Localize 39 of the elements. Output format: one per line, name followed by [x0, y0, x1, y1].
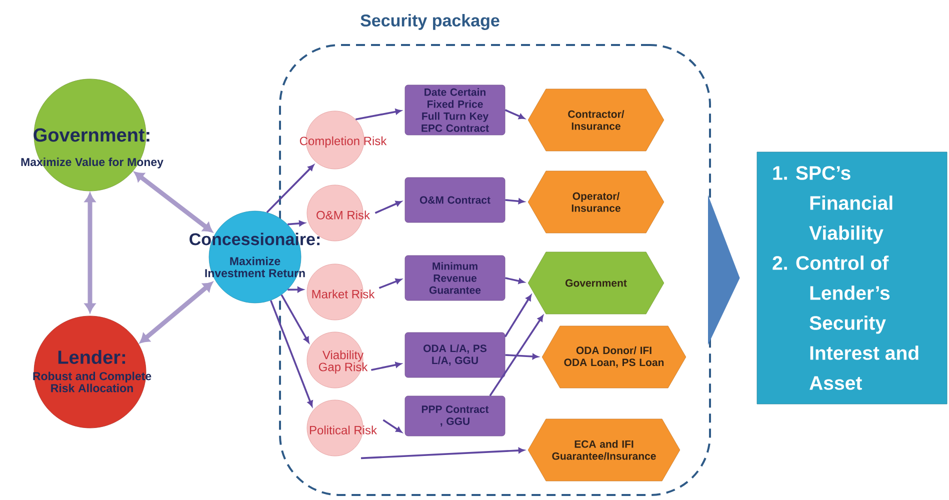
arrow	[504, 294, 532, 338]
contract-box: Minimum Revenue Guarantee	[404, 255, 506, 301]
contract-box: ODA L/A, PS L/A, GGU	[404, 332, 506, 378]
arrow	[371, 362, 402, 371]
contract-box: Date Certain Fixed Price Full Turn Key EPC Contract	[404, 84, 506, 136]
arrow	[505, 354, 538, 360]
chevron-arrow	[708, 195, 740, 345]
arrow	[288, 286, 304, 292]
arrow	[134, 172, 213, 232]
hexagon: Contractor/ Insurance	[528, 88, 664, 152]
arrow	[84, 193, 96, 312]
arrow	[489, 315, 544, 396]
arrow	[288, 220, 305, 226]
arrow	[505, 277, 524, 284]
result-box: 1. SPC’s Financial Viability 2. Control of Lender’s Security Interest and Asset	[756, 152, 948, 404]
arrow	[266, 164, 314, 213]
risk-label: Viability Gap Risk	[318, 350, 368, 374]
arrow	[140, 282, 213, 344]
heading: Lender:	[58, 350, 126, 364]
contract-box: PPP Contract , GGU	[404, 396, 506, 436]
arrow	[270, 300, 313, 407]
risk-label: Completion Risk	[300, 136, 387, 148]
risk-label: Market Risk	[312, 290, 375, 298]
heading: Security package	[360, 14, 500, 30]
arrow	[378, 278, 402, 289]
arrow	[355, 108, 402, 120]
risk-label: O&M Risk	[316, 210, 370, 220]
risk-label: Political Risk	[310, 426, 378, 434]
arrow	[505, 198, 524, 204]
hexagon: Operator/ Insurance	[528, 170, 664, 234]
hexagon: ECA and IFI Guarantee/Insurance	[528, 418, 680, 482]
hexagon: Government	[528, 252, 664, 314]
arrow	[504, 109, 525, 120]
arrow	[382, 419, 402, 433]
contract-box: O&M Contract	[404, 177, 506, 223]
arrow	[374, 200, 402, 214]
arrow	[280, 294, 310, 343]
arrow	[360, 448, 524, 460]
hexagon: ODA Donor/ IFI ODA Loan, PS Loan	[542, 326, 686, 388]
